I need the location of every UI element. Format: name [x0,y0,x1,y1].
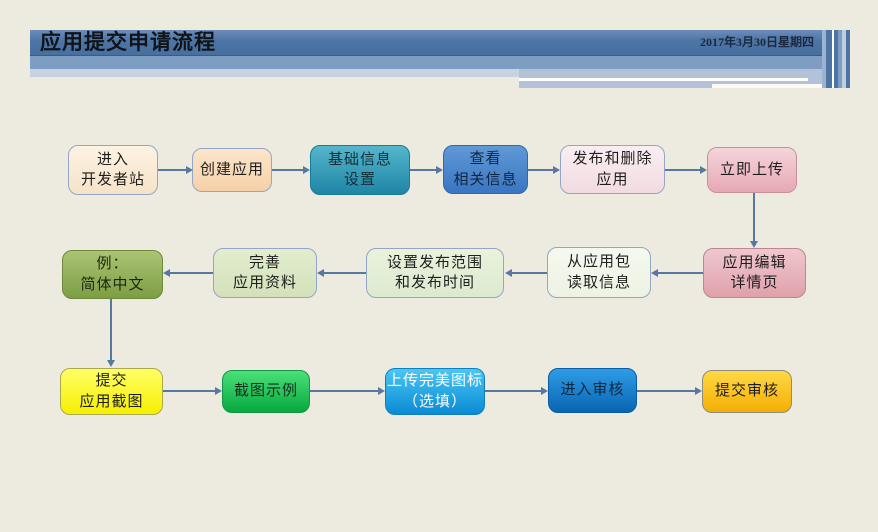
arrow-down [107,299,115,367]
node-submit-app-screenshots: 提交 应用截图 [60,368,163,415]
banner-stripes-decoration [822,30,850,88]
node-example-simplified-chinese: 例： 简体中文 [62,250,163,299]
node-basic-info-settings: 基础信息 设置 [310,145,410,195]
node-upload-now: 立即上传 [707,147,797,193]
node-label: 完善 应用资料 [232,254,297,291]
node-enter-developer-site: 进入 开发者站 [68,145,158,195]
node-label: 设置发布范围 和发布时间 [386,254,483,291]
arrow-left [651,269,703,277]
arrow-right [272,166,310,174]
arrow-down [750,193,758,248]
arrow-right [637,387,702,395]
node-label: 提交 应用截图 [79,373,144,410]
arrow-left [317,269,366,277]
banner-white-line [519,78,808,81]
node-label: 进入审核 [560,382,625,399]
node-label: 从应用包 读取信息 [566,254,631,291]
node-upload-perfect-icon: 上传完美图标 （选填） [385,368,485,415]
arrow-left [505,269,547,277]
node-label: 基础信息 设置 [327,151,392,188]
arrow-right [410,166,443,174]
node-publish-delete-app: 发布和删除 应用 [560,145,665,194]
arrow-right [665,166,707,174]
node-screenshot-example: 截图示例 [222,370,310,413]
node-label: 应用编辑 详情页 [722,254,787,291]
node-label: 创建应用 [199,161,264,178]
node-submit-review: 提交审核 [702,370,792,413]
node-label: 查看 相关信息 [453,151,518,188]
node-label: 立即上传 [719,161,784,178]
banner-white-line [712,84,834,88]
node-complete-app-info: 完善 应用资料 [213,248,317,298]
arrow-right [485,387,548,395]
arrow-right [528,166,560,174]
banner-band-light [30,69,519,77]
node-label: 进入 开发者站 [80,151,145,188]
node-view-related-info: 查看 相关信息 [443,145,528,194]
arrow-right [163,387,222,395]
node-label: 发布和删除 应用 [572,151,653,188]
node-label: 上传完美图标 （选填） [386,373,483,410]
node-create-app: 创建应用 [192,148,272,192]
arrow-left [163,269,213,277]
node-set-release-scope-time: 设置发布范围 和发布时间 [366,248,504,298]
node-label: 截图示例 [233,383,298,400]
slide-title: 应用提交申请流程 [40,30,216,54]
node-read-info-from-package: 从应用包 读取信息 [547,247,651,298]
arrow-right [158,166,193,174]
banner-band-mid [30,56,822,69]
node-label: 提交审核 [714,383,779,400]
node-app-edit-detail-page: 应用编辑 详情页 [703,248,806,298]
title-banner: 应用提交申请流程 2017年3月30日星期四 [30,30,822,56]
node-enter-review: 进入审核 [548,368,637,413]
node-label: 例： 简体中文 [80,256,145,293]
arrow-right [310,387,385,395]
slide-date: 2017年3月30日星期四 [699,35,814,49]
